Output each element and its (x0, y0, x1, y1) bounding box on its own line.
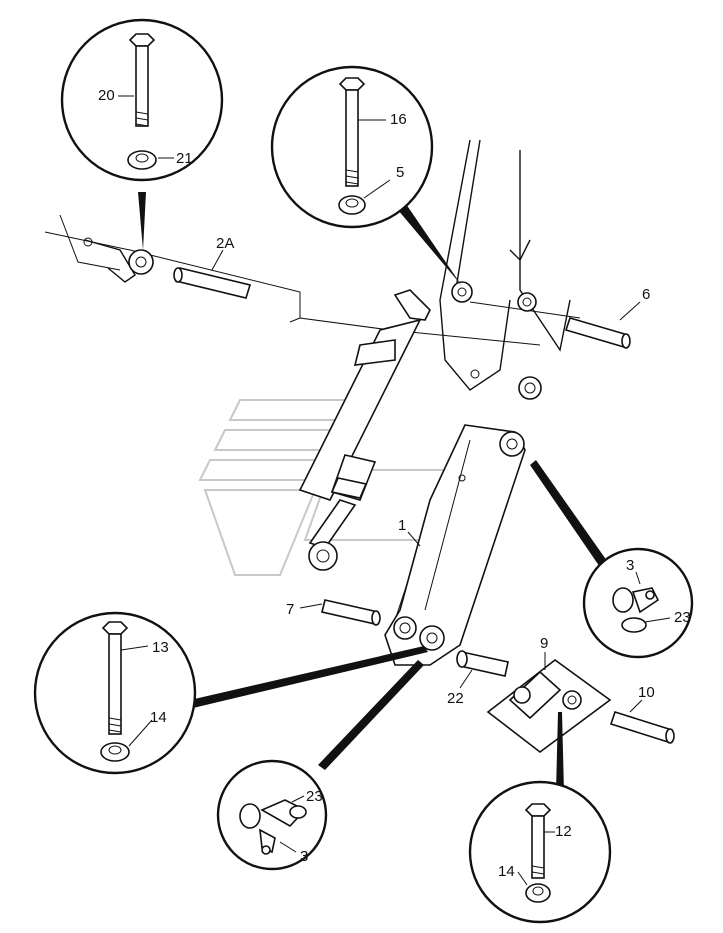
callout-5: 5 (396, 164, 404, 181)
bolt-icon (338, 77, 366, 91)
callout-6: 6 (642, 286, 650, 303)
callout-labels: 20 21 2A 16 5 6 1 7 3 23 9 22 10 13 14 2… (98, 87, 691, 880)
callout-3-bottom: 3 (300, 848, 308, 865)
detail-circle-16-5 (270, 65, 434, 229)
callout-9: 9 (540, 635, 548, 652)
left-clevis (83, 237, 154, 283)
pin-10 (609, 711, 675, 744)
callout-14-left: 14 (150, 709, 167, 726)
bolt-icon (101, 621, 129, 635)
callout-14-bottom: 14 (498, 863, 515, 880)
arm-1 (384, 424, 526, 666)
callout-20: 20 (98, 87, 115, 104)
nut-icon (525, 883, 551, 903)
callout-10: 10 (638, 684, 655, 701)
nut-icon (100, 742, 130, 762)
callout-13: 13 (152, 639, 169, 656)
callout-23-right: 23 (674, 609, 691, 626)
callout-23-bottom: 23 (306, 788, 323, 805)
hydraulic-cylinder (298, 289, 431, 571)
detail-circle-13-14 (33, 611, 197, 775)
pin-6 (564, 317, 631, 349)
callout-leaders (211, 249, 643, 713)
detail-circle-20-21 (60, 18, 224, 182)
nut-icon (338, 195, 366, 215)
callout-16: 16 (390, 111, 407, 128)
detail-circle-12-14 (468, 780, 612, 924)
pin-2a (173, 267, 252, 299)
pin-22 (456, 650, 509, 677)
detail-circle-23-3-bottom (216, 759, 328, 871)
detail-circle-3-23-right (582, 547, 694, 659)
pin-7 (321, 599, 381, 626)
bolt-icon (524, 803, 552, 817)
callout-1: 1 (398, 517, 406, 534)
nut-icon (127, 150, 157, 170)
callout-2a: 2A (216, 235, 234, 252)
frame-bracket (439, 139, 571, 400)
callout-3-right: 3 (626, 557, 634, 574)
callout-22: 22 (447, 690, 464, 707)
callout-7: 7 (286, 601, 294, 618)
bolt-icon (128, 33, 156, 47)
leader-wedges (138, 192, 612, 792)
bracket-9 (486, 658, 612, 754)
callout-21: 21 (176, 150, 193, 167)
callout-12: 12 (555, 823, 572, 840)
